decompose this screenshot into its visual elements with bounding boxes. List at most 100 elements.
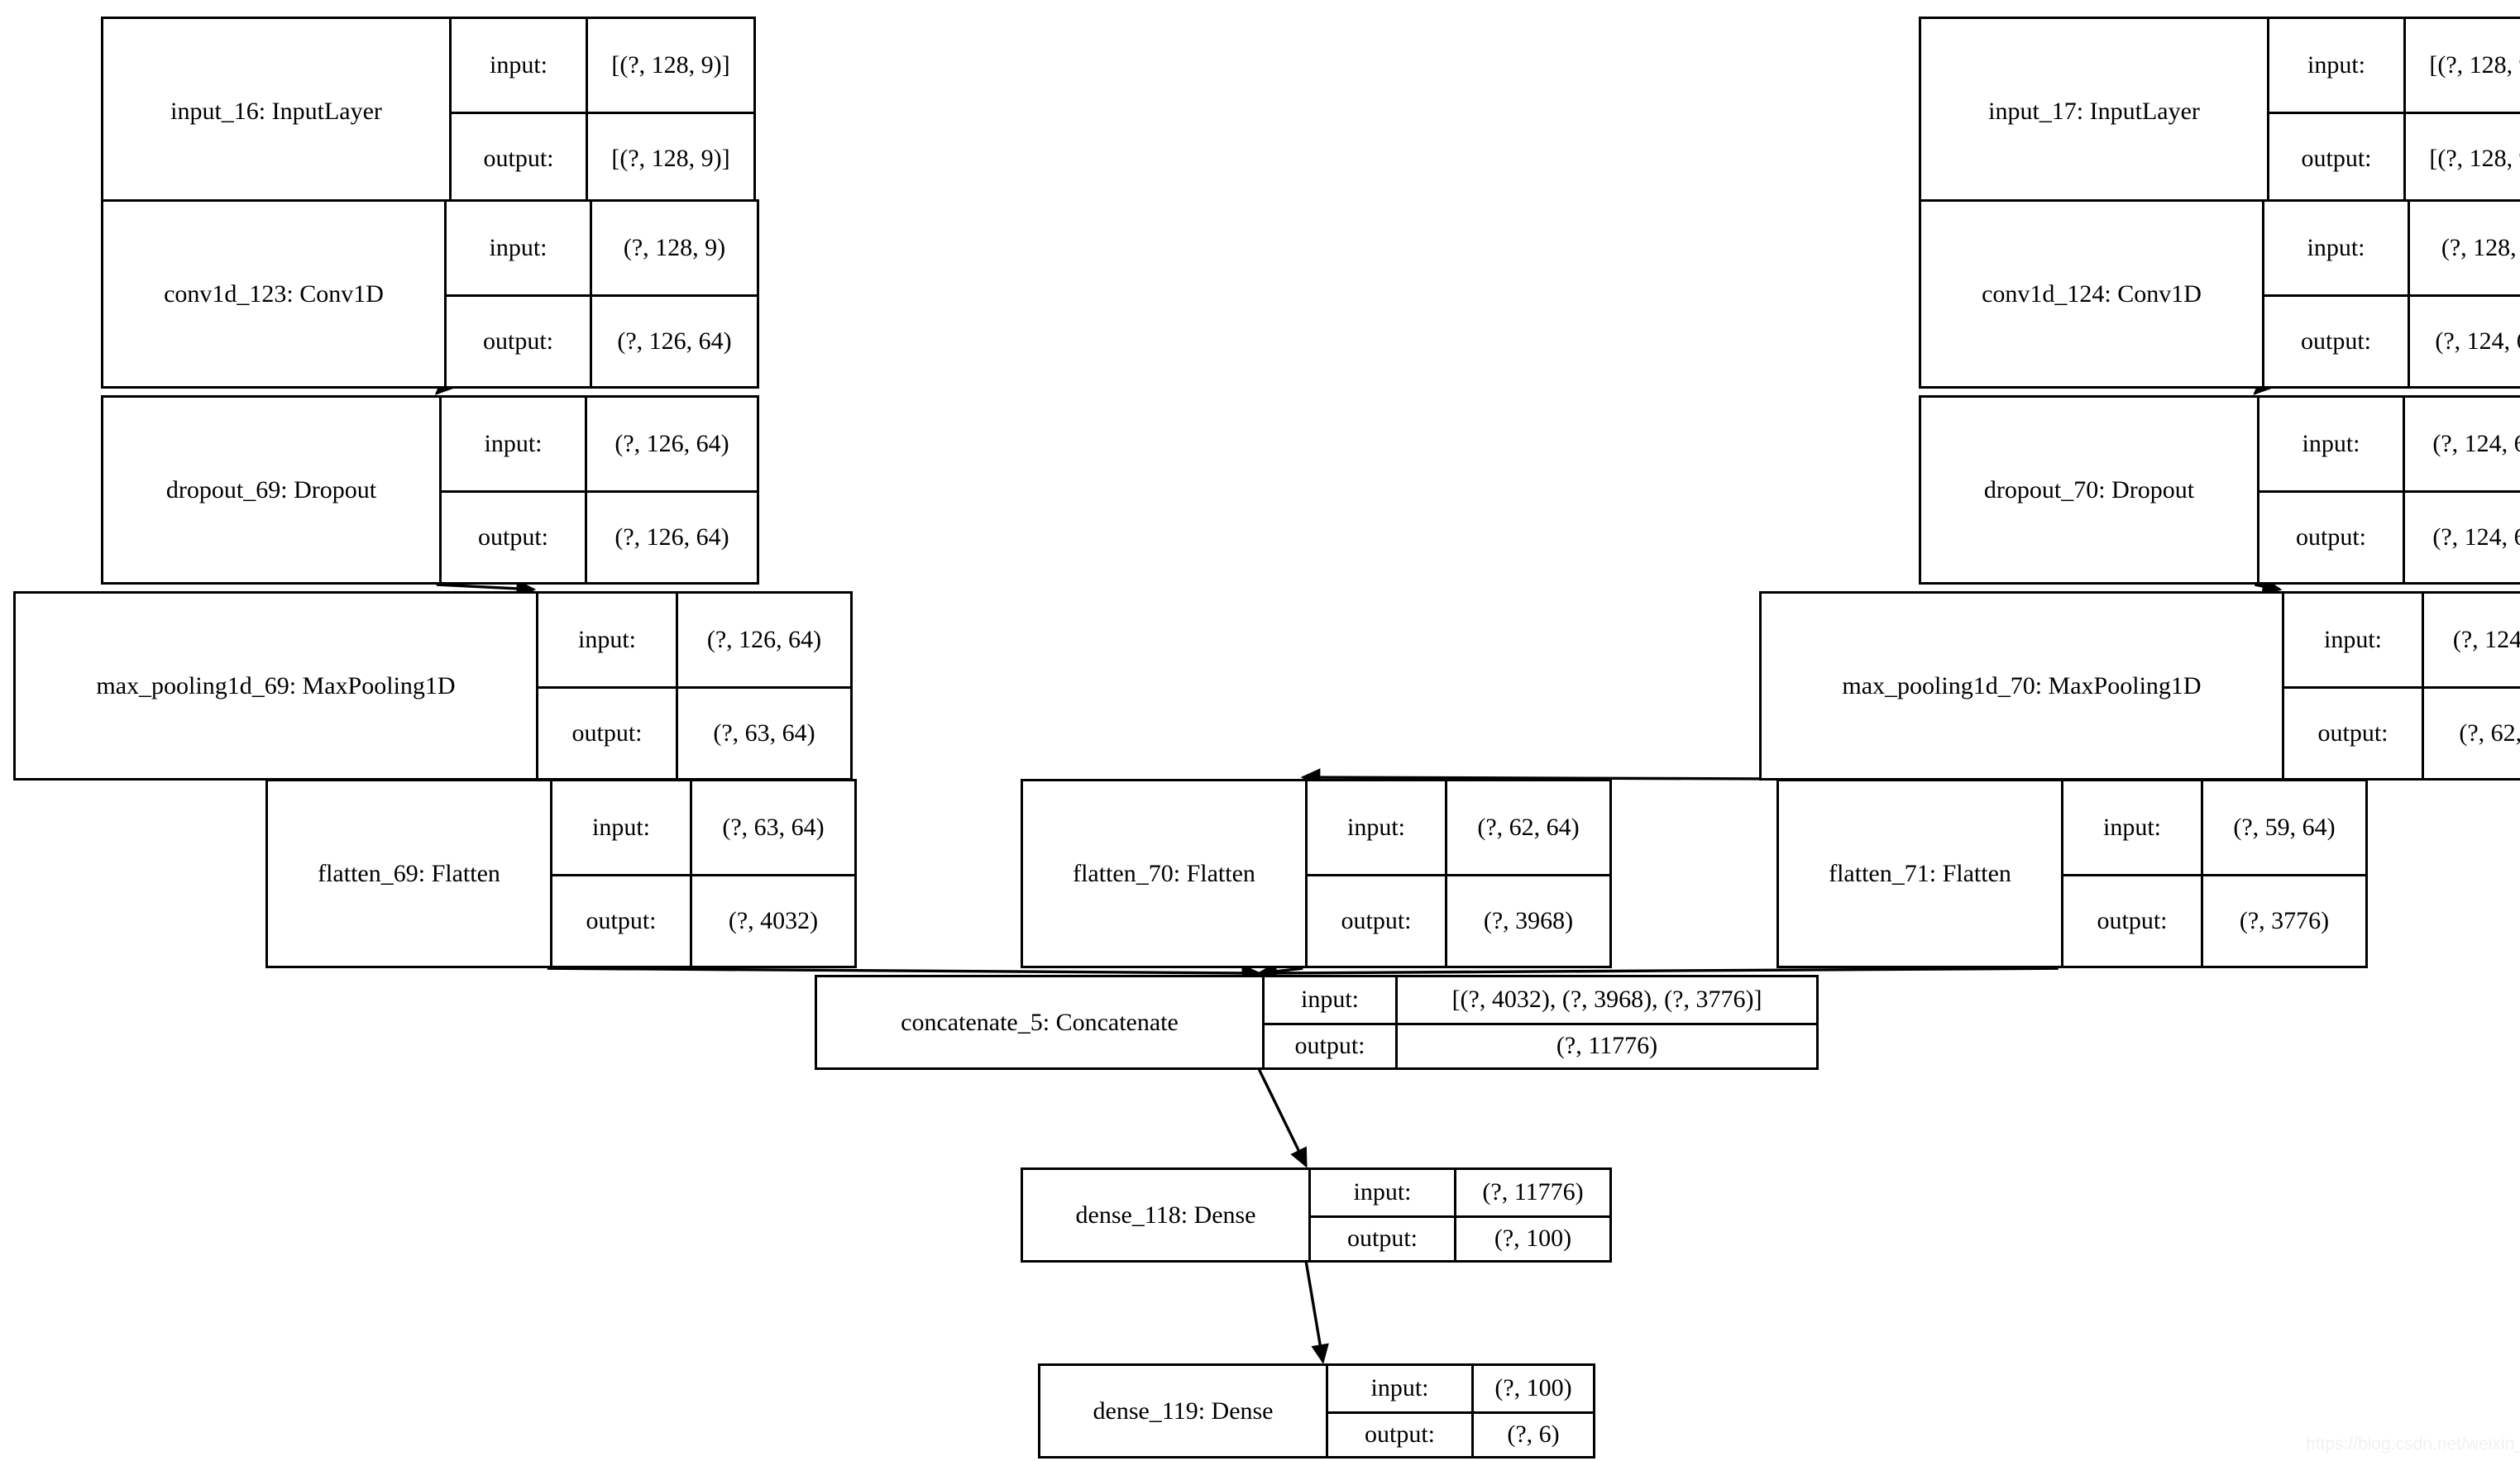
io-value-input: (?, 126, 64) <box>585 398 757 490</box>
layer-name-label: max_pooling1d_70: MaxPooling1D <box>1842 672 2202 699</box>
io-label-output: output: <box>2295 523 2366 551</box>
layer-io-table: input: (?, 126, 64) output: (?, 126, 64) <box>439 398 757 582</box>
io-value-output: [(?, 128, 9)] <box>2403 113 2520 203</box>
io-row-output: output: (?, 63, 64) <box>538 685 850 778</box>
edge-flatten_70-to-concatenate_5 <box>1256 962 1303 981</box>
io-label-input: input: <box>2323 625 2382 653</box>
io-row-input: input:(?, 62, 64) <box>1308 781 1609 874</box>
io-row-input: input: [(?, 128, 9)] <box>2269 19 2520 112</box>
io-value-output: (?, 124, 64) <box>2408 296 2520 386</box>
layer-io-table: input:(?, 124, 64)output:(?, 62, 64) <box>2282 594 2520 778</box>
io-label-input: input: <box>484 429 543 457</box>
layer-io-table: input:(?, 63, 64)output:(?, 4032) <box>550 781 854 966</box>
edge-conv1d_123-to-dropout_69 <box>434 375 456 395</box>
layer-name-label: max_pooling1d_69: MaxPooling1D <box>96 672 456 699</box>
io-value-output: (?, 3776) <box>2201 876 2365 966</box>
io-value-input: (?, 59, 64) <box>2201 781 2365 874</box>
layer-name-label: flatten_70: Flatten <box>1073 860 1255 887</box>
io-label-input: input: <box>2302 429 2360 457</box>
io-value-output: [(?, 128, 9)] <box>586 113 753 203</box>
io-label-input: input: <box>489 50 548 79</box>
io-label-output: output: <box>1346 1225 1418 1253</box>
io-row-output: output:(?, 11776) <box>1265 1022 1816 1067</box>
layer-node-flatten_71[interactable]: flatten_71: Flatten input: (?, 59, 64)outp… <box>1776 779 2368 968</box>
io-row-input: input: (?, 124, 64) <box>2259 398 2520 490</box>
layer-name-label: dense_118: Dense <box>1075 1201 1256 1229</box>
io-row-input: input: (?, 59, 64) <box>2063 781 2365 874</box>
io-label-input: input: <box>1370 1374 1429 1402</box>
io-label-output: output: <box>2317 719 2389 747</box>
io-label-input: input: <box>2307 50 2365 79</box>
io-value-output: (?, 11776) <box>1395 1024 1816 1067</box>
layer-name-label: conv1d_123: Conv1D <box>164 280 384 308</box>
io-label-input: input: <box>2307 233 2365 261</box>
io-label-output: output: <box>1341 906 1412 934</box>
io-row-output: output: (?, 62, 64) <box>2284 685 2520 778</box>
layer-name-label: conv1d_124: Conv1D <box>1982 280 2202 308</box>
io-value-input: (?, 62, 64) <box>1445 781 1609 874</box>
io-label-output: output: <box>2300 327 2371 355</box>
io-value-input: (?, 124, 64) <box>2403 398 2520 490</box>
io-row-output: output:[(?, 128, 9)] <box>452 111 753 203</box>
layer-io-table: input: [(?, 128, 9)]output:[(?, 128, 9)] <box>2267 19 2520 203</box>
io-row-output: output:(?, 126, 64) <box>447 294 757 386</box>
layer-name-label: flatten_71: Flatten <box>1829 860 2011 887</box>
edge-dropout_70-to-max_pooling1d_70 <box>2254 577 2283 595</box>
io-value-output: (?, 4032) <box>690 876 854 966</box>
layer-io-table: input: (?, 59, 64)output:(?, 3776) <box>2061 781 2365 966</box>
io-value-output: (?, 63, 64) <box>676 688 850 778</box>
layer-node-max_pooling1d_70[interactable]: max_pooling1d_70: MaxPooling1D input: (?, … <box>1759 591 2520 781</box>
io-label-output: output: <box>477 523 548 551</box>
io-label-input: input: <box>2102 813 2161 841</box>
layer-io-table: input: (?, 11776)output:(?, 100) <box>1308 1170 1609 1260</box>
edge-conv1d_124-to-dropout_70 <box>2253 375 2274 395</box>
layer-name-label: dense_119: Dense <box>1093 1397 1274 1425</box>
layer-io-table: input: [(?, 128, 9)]output:[(?, 128, 9)] <box>449 19 753 203</box>
io-value-output: (?, 62, 64) <box>2422 688 2520 778</box>
io-value-output: (?, 3968) <box>1445 876 1609 966</box>
io-value-input: [(?, 128, 9)] <box>2403 19 2520 112</box>
layer-io-table: input:(?, 126, 64)output:(?, 63, 64) <box>536 594 850 778</box>
io-value-input: [(?, 128, 9)] <box>586 19 753 112</box>
io-value-input: (?, 11776) <box>1454 1170 1609 1215</box>
io-row-output: output:(?, 124, 64) <box>2259 489 2520 582</box>
layer-node-concatenate_5[interactable]: concatenate_5: Concatenate input:[(?, 403… <box>815 975 1819 1070</box>
layer-name-label: flatten_69: Flatten <box>318 860 500 887</box>
io-value-output: (?, 126, 64) <box>585 492 757 582</box>
io-row-input: input:(?, 100) <box>1328 1366 1593 1411</box>
io-label-output: output: <box>571 719 643 747</box>
edge-dropout_69-to-max_pooling1d_69 <box>436 580 537 598</box>
layer-io-table: input:[(?, 4032), (?, 3968), (?, 3776)]o… <box>1262 977 1816 1067</box>
io-row-output: output:(?, 100) <box>1311 1215 1609 1260</box>
layer-io-table: input: (?, 128, 9) output: (?, 124, 64) <box>2262 202 2520 386</box>
layer-name-label: concatenate_5: Concatenate <box>901 1009 1179 1036</box>
io-label-input: input: <box>1300 986 1359 1014</box>
io-row-input: input:(?, 63, 64) <box>552 781 854 874</box>
io-row-output: output: (?, 124, 64) <box>2264 294 2520 386</box>
io-value-input: (?, 128, 9) <box>2408 202 2520 294</box>
io-row-output: output:(?, 3776) <box>2063 873 2365 966</box>
io-row-input: input: [(?, 128, 9)] <box>452 19 753 112</box>
layer-node-flatten_69[interactable]: flatten_69: Flatten input:(?, 63, 64)outp… <box>265 779 857 968</box>
io-row-input: input:(?, 128, 9) <box>447 202 757 294</box>
layer-node-dense_118[interactable]: dense_118: Dense input: (?, 11776)output:(… <box>1021 1167 1612 1263</box>
io-value-output: (?, 126, 64) <box>590 296 757 386</box>
io-row-output: output:[(?, 128, 9)] <box>2269 111 2520 203</box>
edge-flatten_69-to-concatenate_5 <box>547 964 1262 982</box>
io-label-input: input: <box>591 813 650 841</box>
io-label-input: input: <box>1353 1178 1412 1206</box>
io-row-output: output: (?, 3968) <box>1308 873 1609 966</box>
io-value-input: (?, 128, 9) <box>590 202 757 294</box>
layer-node-conv1d_123[interactable]: conv1d_123: Conv1D input:(?, 128, 9)outpu… <box>101 199 759 389</box>
edge-flatten_71-to-concatenate_5 <box>1256 964 2059 982</box>
layer-name-label: dropout_70: Dropout <box>1983 476 2195 504</box>
